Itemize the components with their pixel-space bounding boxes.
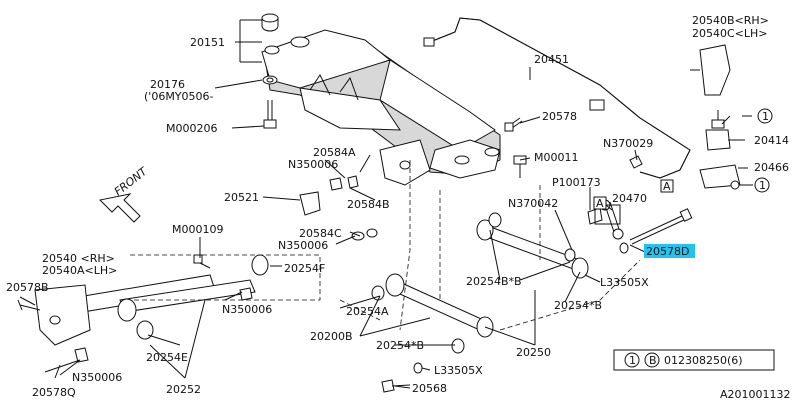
- callout-N350006-d: N350006: [72, 371, 122, 384]
- callout-20584B: 20584B: [347, 198, 390, 211]
- nut-20584B: [329, 175, 359, 191]
- svg-text:A: A: [596, 197, 604, 210]
- callout-P100173: P100173: [552, 176, 601, 189]
- nut-n370029: [629, 155, 643, 169]
- callout-20470: 20470: [612, 192, 647, 205]
- rear-crossmember-illustration: [261, 29, 501, 186]
- callout-20578: 20578: [542, 110, 577, 123]
- stopper-20521: [299, 191, 321, 216]
- bushing-20584C: [351, 228, 378, 241]
- callout-20254B-a: 20254B*B: [466, 275, 522, 288]
- svg-text:B: B: [649, 354, 657, 367]
- circled-marker-1-bottom: 1: [754, 177, 770, 193]
- callout-20584C: 20584C: [299, 227, 342, 240]
- reference-box-a-2: A: [593, 196, 607, 210]
- callout-N350006-c: N350006: [222, 303, 272, 316]
- lateral-link-upper: [476, 212, 589, 279]
- callout-20414: 20414: [754, 134, 789, 147]
- callout-N350006-a: N350006: [288, 158, 338, 171]
- leader-lines: [19, 19, 753, 389]
- circled-marker-1-top: 1: [757, 108, 773, 124]
- callout-20521: 20521: [224, 191, 259, 204]
- svg-text:1: 1: [762, 110, 769, 123]
- callout-L33505X-b: L33505X: [434, 364, 483, 377]
- callout-20578D[interactable]: 20578D: [646, 245, 689, 258]
- callout-20540A: 20540A<LH>: [42, 264, 117, 277]
- callout-20254E: 20254E: [146, 351, 188, 364]
- callout-20578B: 20578B: [6, 281, 49, 294]
- callout-N350006-b: N350006: [278, 239, 328, 252]
- callout-20151: 20151: [190, 36, 225, 49]
- svg-text:A: A: [663, 180, 671, 193]
- callout-20584A: 20584A: [313, 146, 356, 159]
- callout-20254B-c: 20254*B: [376, 339, 424, 352]
- callout-20252: 20252: [166, 383, 201, 396]
- callout-20451: 20451: [534, 53, 569, 66]
- bolt-20578D: [619, 208, 693, 254]
- callout-20176: 20176: [150, 78, 185, 91]
- legend-box: 1 B 012308250(6): [613, 349, 775, 371]
- callout-L33505X-a: L33505X: [600, 276, 649, 289]
- callout-20250: 20250: [516, 346, 551, 359]
- callout-20540C: 20540C<LH>: [692, 27, 768, 40]
- washer-l33505x: [381, 362, 423, 393]
- callout-20540B: 20540B<RH>: [692, 14, 769, 27]
- callout-20254B-b: 20254*B: [554, 299, 602, 312]
- stabilizer-bracket: [690, 44, 741, 190]
- svg-text:1: 1: [629, 354, 636, 367]
- crossmember-bushing-top: [261, 13, 279, 32]
- callout-06my: ('06MY0506-: [144, 90, 214, 103]
- diagram-id: A201001132: [720, 388, 791, 401]
- callout-N370042: N370042: [508, 197, 558, 210]
- trailing-link: [17, 254, 269, 363]
- callout-20466: 20466: [754, 161, 789, 174]
- callout-M000206: M000206: [166, 122, 217, 135]
- callout-M000109: M000109: [172, 223, 223, 236]
- bolt-20578: [504, 117, 523, 132]
- stabilizer-bar: [423, 17, 691, 179]
- highlighted-callout-20578D[interactable]: 20578D: [644, 244, 695, 258]
- callout-20200B: 20200B: [310, 330, 353, 343]
- callout-M00011: M00011: [534, 151, 578, 164]
- svg-text:1: 1: [759, 179, 766, 192]
- callout-20540: 20540 <RH>: [42, 252, 115, 265]
- callout-20254F: 20254F: [284, 262, 325, 275]
- highlight-box: [644, 244, 695, 258]
- callout-20568: 20568: [412, 382, 447, 395]
- callout-front: FRONT: [112, 164, 151, 198]
- reference-box-a-1: A: [660, 179, 674, 193]
- front-arrow: [98, 193, 141, 223]
- callout-20254A: 20254A: [346, 305, 389, 318]
- callout-labels: 20151 20176 ('06MY0506- M000206 20584A N…: [6, 14, 789, 399]
- callout-N370029: N370029: [603, 137, 653, 150]
- callout-20578Q: 20578Q: [32, 386, 76, 399]
- legend-code: 012308250(6): [664, 354, 743, 367]
- washer-and-bolt: [262, 75, 278, 129]
